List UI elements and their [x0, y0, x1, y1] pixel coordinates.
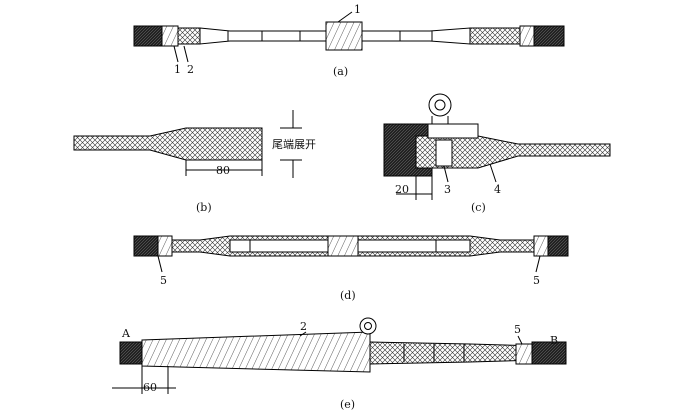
caption-d: (d): [340, 289, 356, 302]
label-c-4: 4: [494, 183, 501, 196]
caption-e: (e): [340, 398, 355, 411]
figure-e: A B 2 5 60 (e): [112, 317, 567, 411]
figure-c: 20 3 4 (c): [383, 93, 611, 214]
label-e-2: 2: [300, 320, 307, 333]
label-e-B: B: [550, 334, 558, 347]
caption-a: (a): [333, 65, 348, 78]
label-c-20: 20: [395, 183, 409, 196]
label-a-1b: 1: [174, 63, 181, 76]
label-d-5-right: 5: [533, 274, 540, 287]
label-e-60: 60: [143, 381, 157, 394]
figure-b: 80 尾端展开 (b): [73, 110, 316, 214]
caption-c: (c): [471, 201, 486, 214]
figure-d: 5 5 (d): [133, 235, 569, 302]
label-e-A: A: [121, 327, 131, 340]
caption-b: (b): [196, 201, 212, 214]
figure-a: 1 1 2 (a): [133, 3, 565, 78]
label-b-tail: 尾端展开: [272, 138, 316, 151]
label-a-2: 2: [187, 63, 194, 76]
label-e-5: 5: [514, 323, 521, 336]
label-b-80: 80: [216, 164, 230, 177]
label-d-5-left: 5: [160, 274, 167, 287]
label-a-1: 1: [354, 3, 361, 16]
label-c-3: 3: [444, 183, 451, 196]
